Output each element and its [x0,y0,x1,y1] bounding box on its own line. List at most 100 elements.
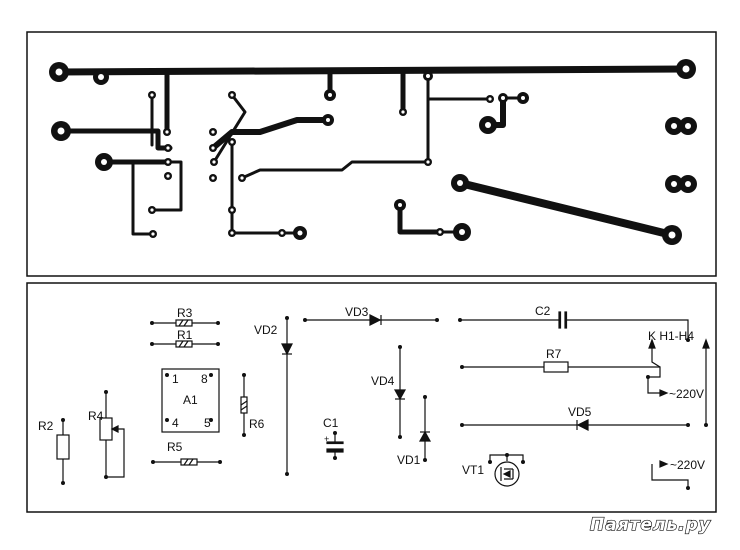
pcb-pad-hole [401,110,405,114]
pcb-pad-hole [57,127,65,135]
terminal-dot [218,460,222,464]
label-c2: C2 [535,304,551,318]
resistor-r2 [56,434,70,460]
label-a1-pin5: 5 [204,416,211,430]
pcb-pad-hole [166,146,170,150]
a1-outline [161,368,220,433]
diode-vd4 [393,389,407,401]
terminal-dot [151,460,155,464]
schematic-labels: R3 R1 VD2 VD3 C2 K H1-H4 R7 ~220V VD4 A1… [38,304,705,477]
pcb-pad-hole [501,96,505,100]
pcb-pad-hole [326,118,330,122]
pcb-pad-hole [485,122,491,128]
capacitor-c2-plate-left [558,311,562,329]
pcb-pad-hole [459,229,465,235]
trace-main-rail [55,65,690,76]
arrow-ac-b [659,460,669,468]
pcb-pad-hole [457,180,463,186]
pcb-pad-hole [211,176,215,180]
wire-r7 [462,366,661,394]
wire-r4 [105,392,125,478]
schematic-terminals [61,316,708,490]
terminal-dot [398,435,402,439]
diode-vd5 [576,419,589,431]
trace-mid-5 [240,160,430,180]
terminal-dot [165,418,169,422]
terminal-dot [216,321,220,325]
r4-wiper-arrow [110,425,119,433]
pcb-pad-hole [150,93,154,97]
label-vt1: VT1 [462,463,484,477]
trace-left-5 [131,160,155,236]
terminal-dot [150,342,154,346]
pcb-pad-hole [521,96,525,100]
pcb-pad-hole [438,230,442,234]
pcb-pad-hole [671,123,677,129]
pcb-pad-hole [682,65,690,73]
label-r5: R5 [167,440,183,454]
label-k-h1-h4: K H1-H4 [648,329,694,343]
schematic-solid-parts [110,311,710,478]
resistor-r3-hatch [178,319,189,327]
pcb-pad-hole [426,74,430,78]
terminal-dot [460,365,464,369]
terminal-dot [242,433,246,437]
schematic-panel: R3 R1 VD2 VD3 C2 K H1-H4 R7 ~220V VD4 A1… [26,282,717,513]
capacitor-c1-plate-top [326,441,344,445]
wire-c2 [460,319,689,340]
terminal-dot [61,481,65,485]
pcb-pad-hole [98,74,104,80]
capacitor-c2-plate-right [564,311,568,329]
pcb-pad-hole [151,232,155,236]
label-vd2: VD2 [254,323,278,337]
label-vd1: VD1 [397,453,421,467]
pcb-pad-hole [398,203,402,207]
trace-left-4 [150,160,183,212]
pcb-pad-hole [101,159,107,165]
label-ac-220-a: ~220V [669,387,704,401]
pcb-pad-hole [230,93,234,97]
pcb-pad-hole [328,93,332,97]
relay-contact-left [651,347,661,368]
pcb-pad-hole [230,231,234,235]
pcb-pad-hole [166,174,170,178]
pcb-pad-hole [166,160,170,164]
terminal-dot [398,345,402,349]
terminal-dot [61,418,65,422]
watermark: Паятель.ру [590,515,711,535]
trace-mid-2 [210,117,331,151]
terminal-dot [686,338,690,342]
diode-vd3 [369,314,382,326]
pcb-pad-hole [211,146,215,150]
wire-ac-bottom [651,464,689,488]
label-r2: R2 [38,419,54,433]
pcb-pad-hole [55,68,63,76]
pcb-pad-hole [150,208,154,212]
pcb-pad-hole [668,231,676,239]
label-r1: R1 [177,328,193,342]
pcb-pad-hole [685,123,691,129]
trace-mid-4 [230,208,302,235]
label-c1: C1 [323,416,339,430]
label-vd4: VD4 [371,374,395,388]
label-vd5: VD5 [568,405,592,419]
resistor-r1-hatch [178,340,189,348]
pcb-pad-hole [212,160,216,164]
schematic-border [26,282,717,513]
terminal-dot [704,423,708,427]
pcb-pad-hole [230,208,234,212]
terminal-dot [458,318,462,322]
terminal-dot [216,342,220,346]
terminal-dot [686,486,690,490]
terminal-dot [686,423,690,427]
label-a1-pin8: 8 [201,372,208,386]
terminal-dot [435,318,439,322]
resistor-r6-hatch [240,400,248,411]
pcb-pads [49,59,697,245]
pcb-pad-hole [488,97,492,101]
arrow-k-right [702,338,710,349]
label-c1-plus: + [324,434,329,444]
resistor-r7 [543,361,569,373]
terminal-dot [333,431,337,435]
